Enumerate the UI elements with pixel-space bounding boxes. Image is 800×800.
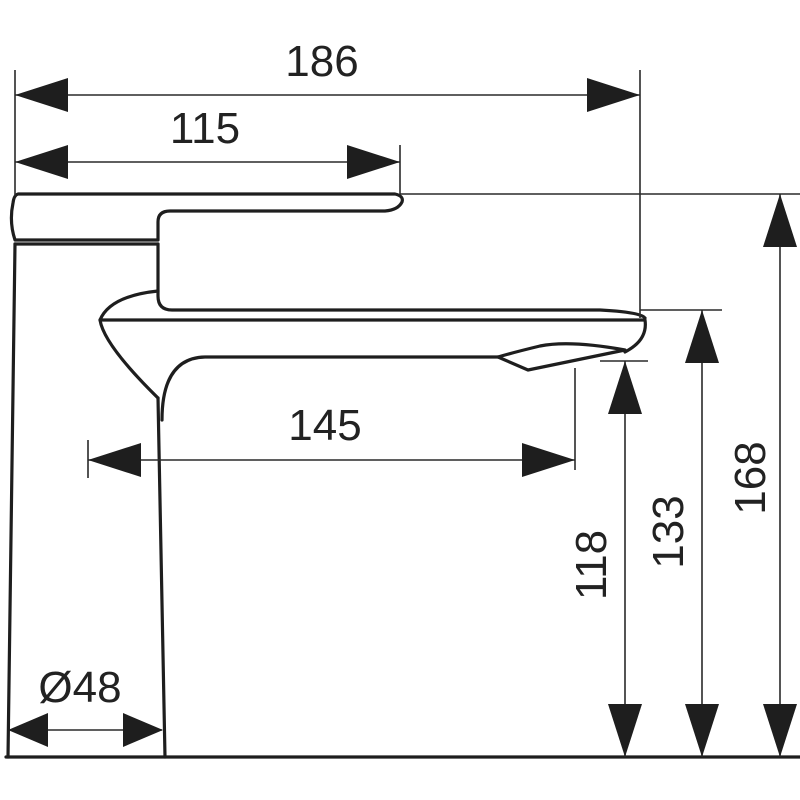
spout-bottom <box>160 355 500 422</box>
lever-handle <box>9 192 404 242</box>
dimension-base-diameter: Ø48 <box>8 663 163 747</box>
dimension-label-186: 186 <box>285 37 358 86</box>
dimension-label-118: 118 <box>567 530 616 600</box>
dimension-spout-height: 133 <box>644 310 719 757</box>
aerator <box>496 342 627 372</box>
spout-top <box>98 318 647 354</box>
spout-left-curve <box>98 289 160 400</box>
body-right <box>156 396 167 759</box>
dimension-label-168: 168 <box>726 441 775 514</box>
extension-lines <box>14 70 800 478</box>
faucet-outline <box>4 192 800 759</box>
dimension-overall-length: 186 <box>15 37 640 112</box>
dimension-label-48: Ø48 <box>38 663 121 712</box>
dimension-total-height: 168 <box>726 194 797 757</box>
neck <box>156 242 647 320</box>
dimension-spout-reach: 145 <box>88 401 575 477</box>
body-left <box>6 242 17 759</box>
dimension-outlet-height: 118 <box>567 361 642 757</box>
dimension-label-115: 115 <box>170 104 240 153</box>
dimension-label-133: 133 <box>644 495 693 568</box>
dimension-lever-length: 115 <box>15 104 400 179</box>
dimension-label-145: 145 <box>288 401 361 450</box>
